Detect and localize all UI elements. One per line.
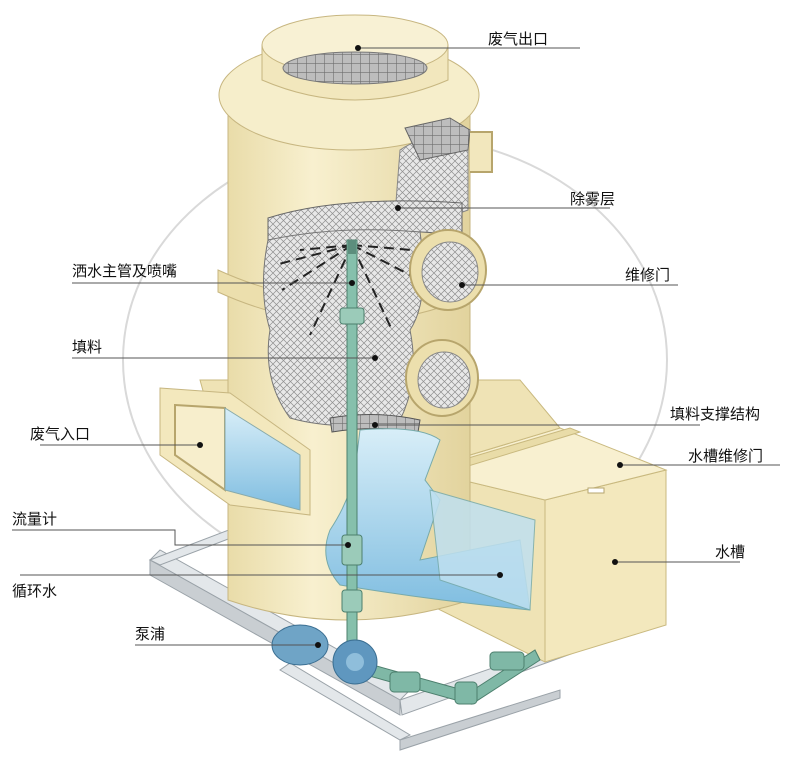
leader-lines xyxy=(12,47,780,646)
maintenance-door-upper xyxy=(409,229,487,311)
leader-dots xyxy=(197,45,623,648)
label-spray-pipe-nozzle: 洒水主管及喷嘴 xyxy=(72,262,178,280)
label-flow-meter: 流量计 xyxy=(12,510,58,528)
flow-meter-body xyxy=(341,534,363,566)
maintenance-door-lower xyxy=(405,339,479,417)
label-exhaust-inlet: 废气入口 xyxy=(30,425,91,443)
label-demister-layer: 除雾层 xyxy=(570,190,616,208)
exhaust-outlet-duct xyxy=(261,14,449,101)
side-bracket xyxy=(470,131,493,173)
pump-assembly xyxy=(271,624,541,705)
label-circulating-water: 循环水 xyxy=(12,582,58,600)
tank-water xyxy=(429,489,536,611)
demister-block xyxy=(404,117,471,161)
label-packing: 填料 xyxy=(72,338,103,356)
label-tank: 水槽 xyxy=(715,543,746,561)
packing-media xyxy=(263,229,424,427)
label-exhaust-outlet: 废气出口 xyxy=(488,30,549,48)
label-maintenance-door: 维修门 xyxy=(625,266,671,284)
label-tank-maintenance-door: 水槽维修门 xyxy=(688,447,764,465)
label-packing-support: 填料支撑结构 xyxy=(670,405,761,423)
label-pump: 泵浦 xyxy=(135,625,166,643)
